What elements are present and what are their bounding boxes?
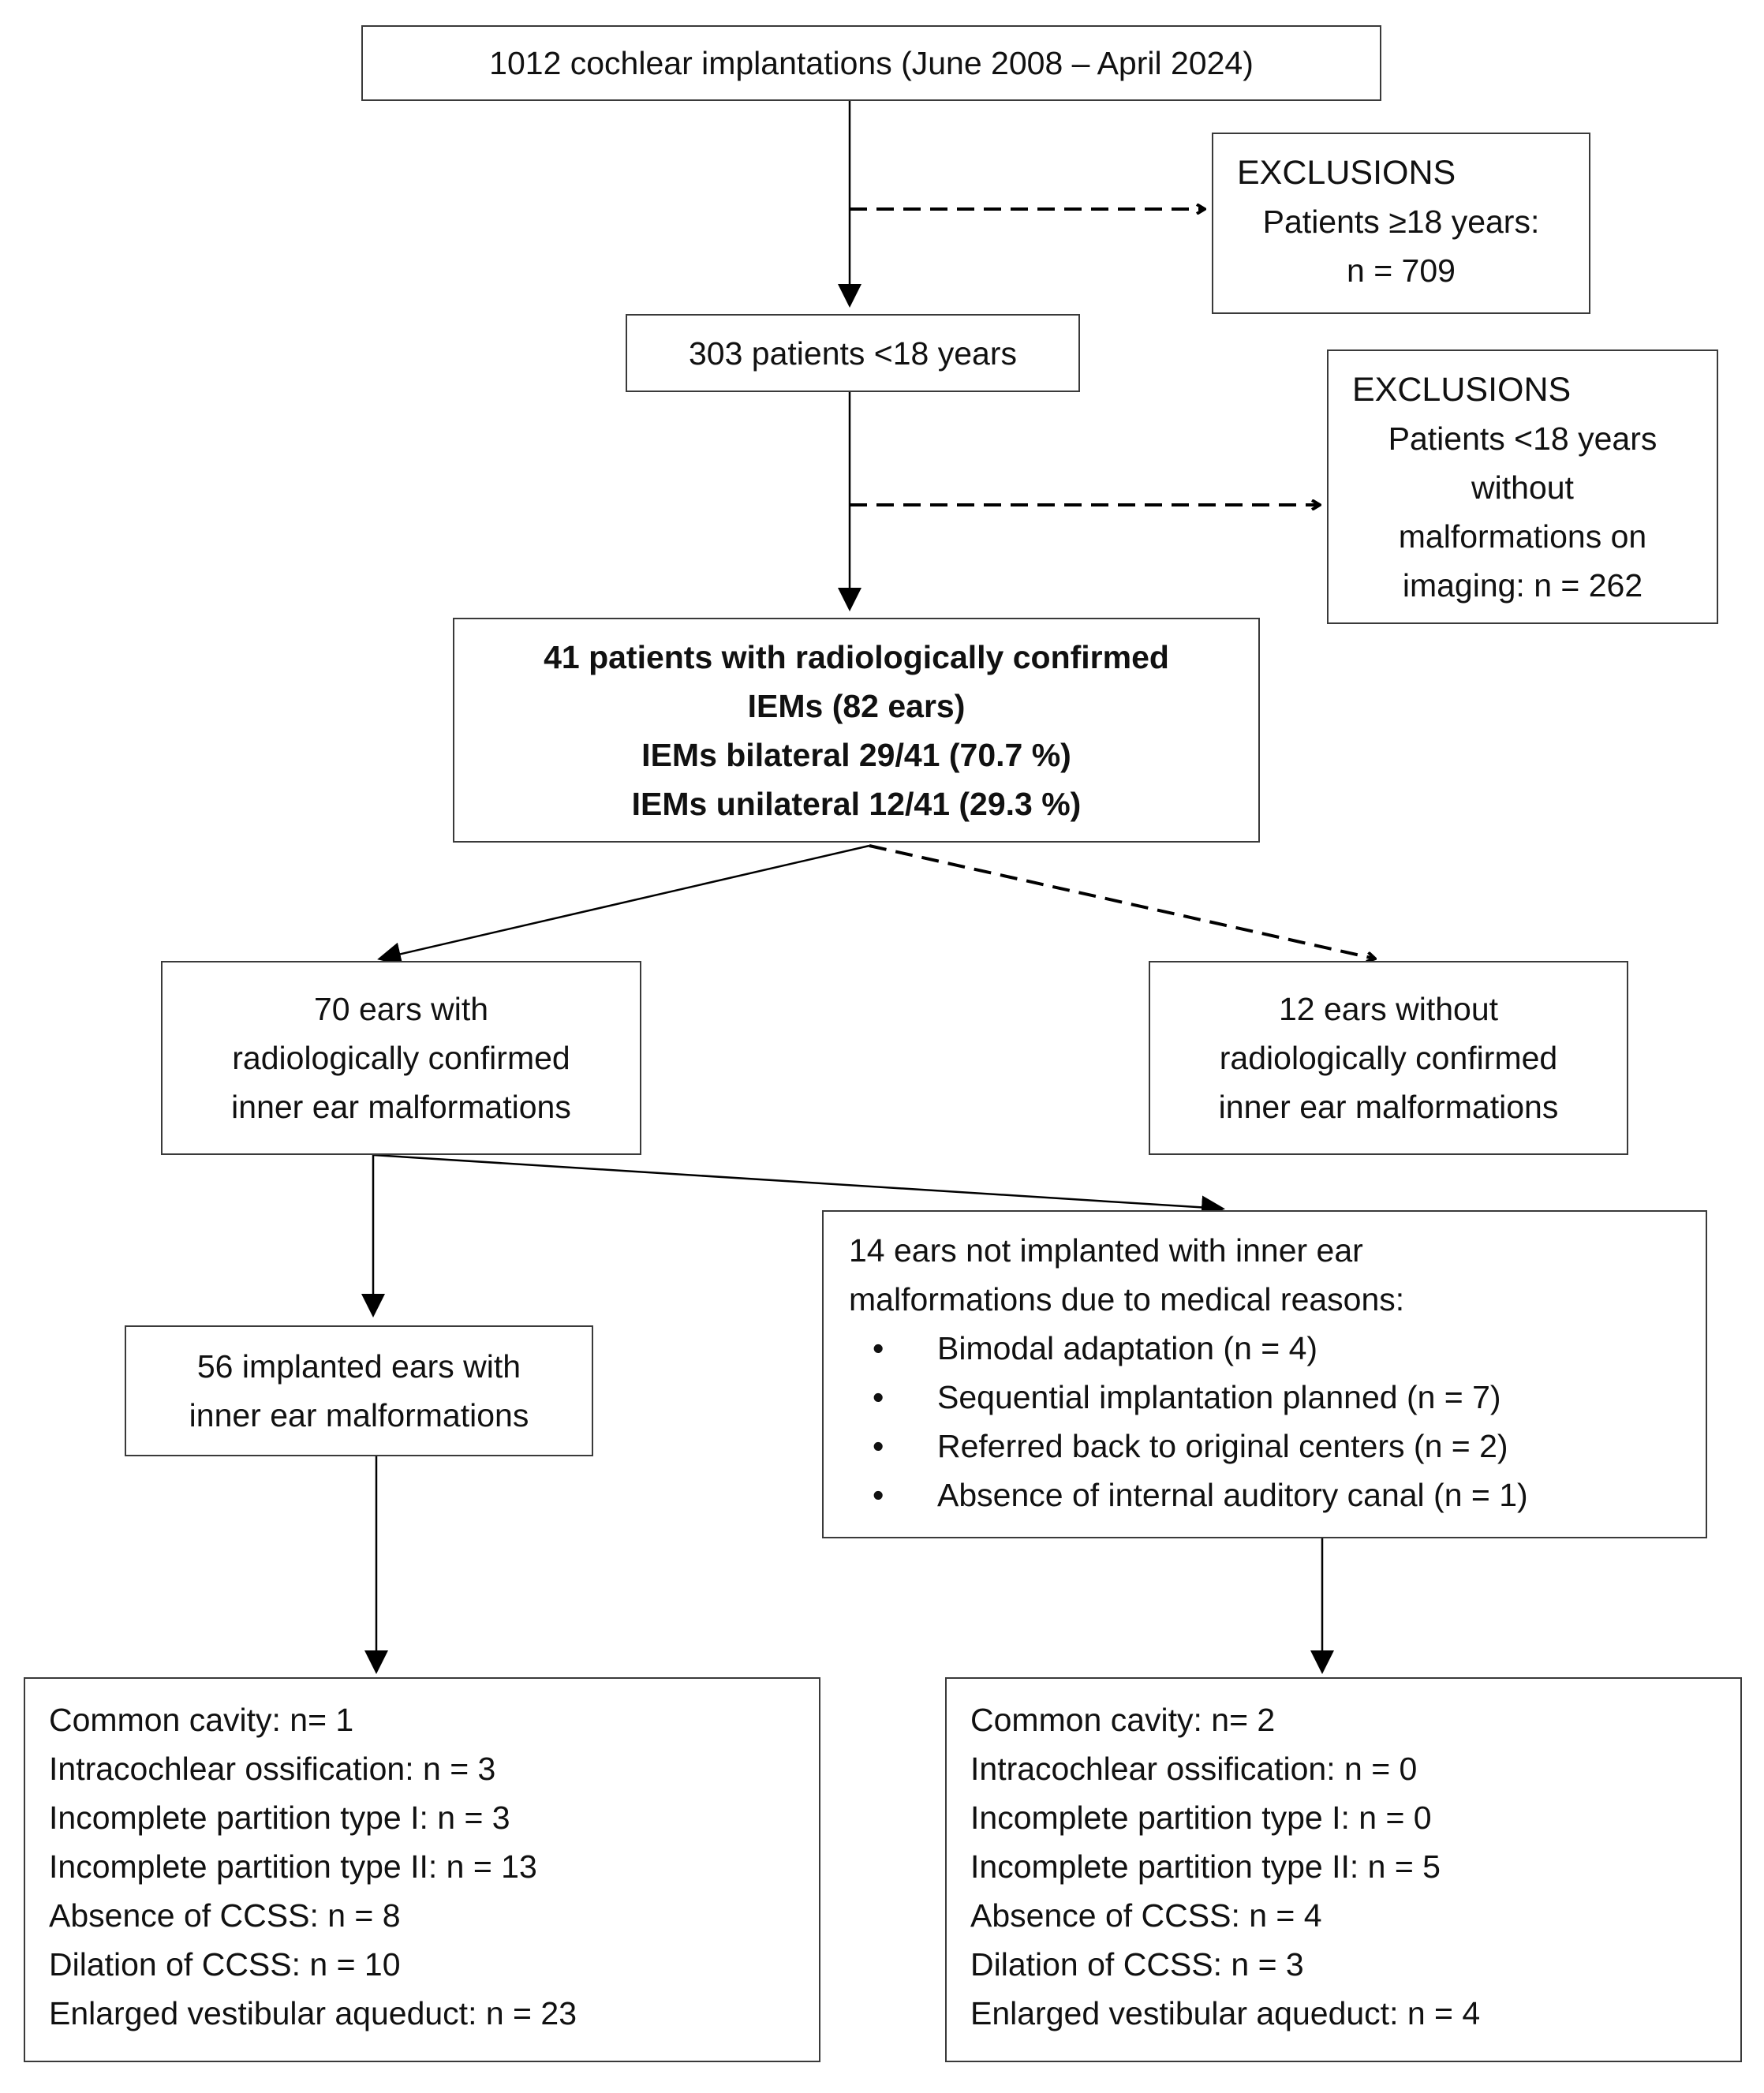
reason-text: Referred back to original centers (n = 2… (937, 1428, 1508, 1464)
bullet: • (873, 1379, 884, 1415)
breakdown-line: Enlarged vestibular aqueduct: n = 4 (970, 1995, 1481, 2031)
arrow-iem-to-ears-without (869, 844, 1374, 959)
breakdown-line: Common cavity: n= 2 (970, 1702, 1276, 1738)
iem-line: IEMs bilateral 29/41 (70.7 %) (641, 736, 1071, 773)
exclusion-text: Patients ≥18 years: (1262, 204, 1540, 240)
breakdown-line: Absence of CCSS: n = 4 (970, 1897, 1322, 1934)
ears-without-malformations-box: 12 ears without radiologically confirmed… (1149, 961, 1628, 1155)
list-item: • Bimodal adaptation (n = 4) (849, 1324, 1706, 1373)
ears-without-line: inner ear malformations (1218, 1089, 1559, 1125)
breakdown-line: Incomplete partition type II: n = 5 (970, 1848, 1441, 1885)
iem-line: IEMs (82 ears) (747, 687, 966, 724)
breakdown-line: Intracochlear ossification: n = 0 (970, 1751, 1418, 1787)
breakdown-line: Incomplete partition type I: n = 3 (49, 1800, 510, 1836)
exclusion-heading: EXCLUSIONS (1237, 154, 1456, 192)
ears-with-malformations-box: 70 ears with radiologically confirmed in… (161, 961, 641, 1155)
total-line: 1012 cochlear implantations (June 2008 –… (489, 45, 1254, 81)
exclusion-count: n = 709 (1347, 252, 1456, 289)
bullet: • (873, 1428, 884, 1464)
implanted-line: inner ear malformations (189, 1397, 529, 1433)
breakdown-line: Absence of CCSS: n = 8 (49, 1897, 401, 1934)
breakdown-line: Enlarged vestibular aqueduct: n = 23 (49, 1995, 577, 2031)
implanted-ears-box: 56 implanted ears with inner ear malform… (125, 1325, 593, 1456)
ears-without-line: radiologically confirmed (1219, 1040, 1558, 1076)
breakdown-line: Intracochlear ossification: n = 3 (49, 1751, 496, 1787)
breakdown-line: Incomplete partition type I: n = 0 (970, 1800, 1432, 1836)
exclusion-text: malformations on (1398, 518, 1647, 555)
under18-box: 303 patients <18 years (626, 314, 1080, 392)
reason-text: Absence of internal auditory canal (n = … (937, 1477, 1528, 1513)
ears-with-line: inner ear malformations (231, 1089, 571, 1125)
under18-line: 303 patients <18 years (689, 335, 1017, 372)
not-implanted-box: 14 ears not implanted with inner ear mal… (822, 1210, 1707, 1538)
breakdown-line: Incomplete partition type II: n = 13 (49, 1848, 537, 1885)
arrow-iem-to-ears-with (377, 844, 870, 966)
bullet: • (873, 1477, 884, 1513)
ears-with-line: 70 ears with (313, 991, 489, 1027)
reason-text: Bimodal adaptation (n = 4) (937, 1330, 1318, 1366)
list-item: • Referred back to original centers (n =… (849, 1422, 1706, 1471)
exclusion-text: without (1471, 469, 1574, 506)
iem-line: IEMs unilateral 12/41 (29.3 %) (631, 785, 1082, 822)
exclusion-heading: EXCLUSIONS (1352, 371, 1572, 409)
implanted-line: 56 implanted ears with (196, 1348, 521, 1385)
bullet: • (873, 1330, 884, 1366)
exclusion-adults-box: EXCLUSIONS Patients ≥18 years: n = 709 (1212, 133, 1590, 314)
not-implanted-line: 14 ears not implanted with inner ear (849, 1232, 1363, 1269)
list-item: • Sequential implantation planned (n = 7… (849, 1373, 1706, 1422)
total-implantations-box: 1012 cochlear implantations (June 2008 –… (361, 25, 1381, 101)
ears-without-line: 12 ears without (1278, 991, 1499, 1027)
iem-patients-box: 41 patients with radiologically confirme… (453, 618, 1260, 843)
breakdown-line: Common cavity: n= 1 (49, 1702, 354, 1738)
breakdown-line: Dilation of CCSS: n = 3 (970, 1946, 1304, 1983)
arrow-ears-with-to-not-implanted (372, 1153, 1225, 1220)
not-implanted-line: malformations due to medical reasons: (849, 1281, 1405, 1317)
reason-text: Sequential implantation planned (n = 7) (937, 1379, 1501, 1415)
breakdown-line: Dilation of CCSS: n = 10 (49, 1946, 401, 1983)
exclusion-text: Patients <18 years (1388, 420, 1657, 457)
not-implanted-breakdown-box: Common cavity: n= 2 Intracochlear ossifi… (945, 1677, 1742, 2062)
ears-with-line: radiologically confirmed (232, 1040, 570, 1076)
exclusion-count: imaging: n = 262 (1402, 567, 1643, 604)
reasons-list: • Bimodal adaptation (n = 4) • Sequentia… (849, 1324, 1706, 1519)
exclusion-no-malformation-box: EXCLUSIONS Patients <18 years without ma… (1327, 349, 1718, 624)
iem-line: 41 patients with radiologically confirme… (544, 638, 1169, 675)
list-item: • Absence of internal auditory canal (n … (849, 1471, 1706, 1519)
implanted-breakdown-box: Common cavity: n= 1 Intracochlear ossifi… (24, 1677, 820, 2062)
